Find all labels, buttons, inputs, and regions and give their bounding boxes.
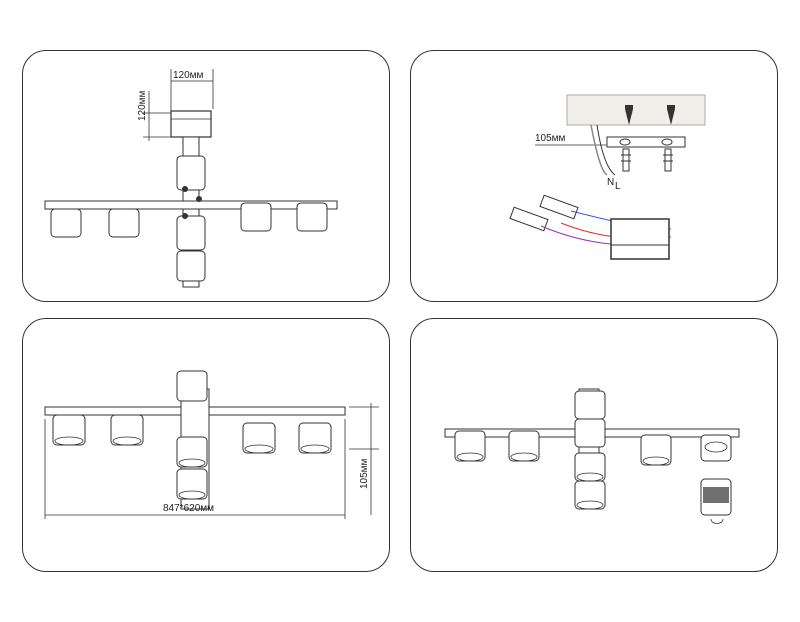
panel-bottom-left: 105мм 847*620мм <box>22 318 390 572</box>
dim-size-label: 847*620мм <box>163 503 214 514</box>
dim-height-label: 120мм <box>137 90 148 121</box>
fixture-assembly-diagram <box>444 388 740 524</box>
dim-height-label: 105мм <box>359 458 370 489</box>
wire-l-label: L <box>615 181 621 192</box>
fixture-top-view-diagram: 120мм 120мм <box>44 69 338 288</box>
panel-top-left: 120мм 120мм <box>22 50 390 302</box>
panel-top-right: 105мм N L <box>410 50 778 302</box>
wiring-diagram: 105мм N L <box>509 94 706 260</box>
fixture-dimensions-diagram: 105мм 847*620мм <box>44 370 379 519</box>
dim-width-label: 120мм <box>173 70 204 81</box>
wire-n-label: N <box>607 177 614 188</box>
panel-bottom-right <box>410 318 778 572</box>
dim-offset-label: 105мм <box>535 133 566 144</box>
